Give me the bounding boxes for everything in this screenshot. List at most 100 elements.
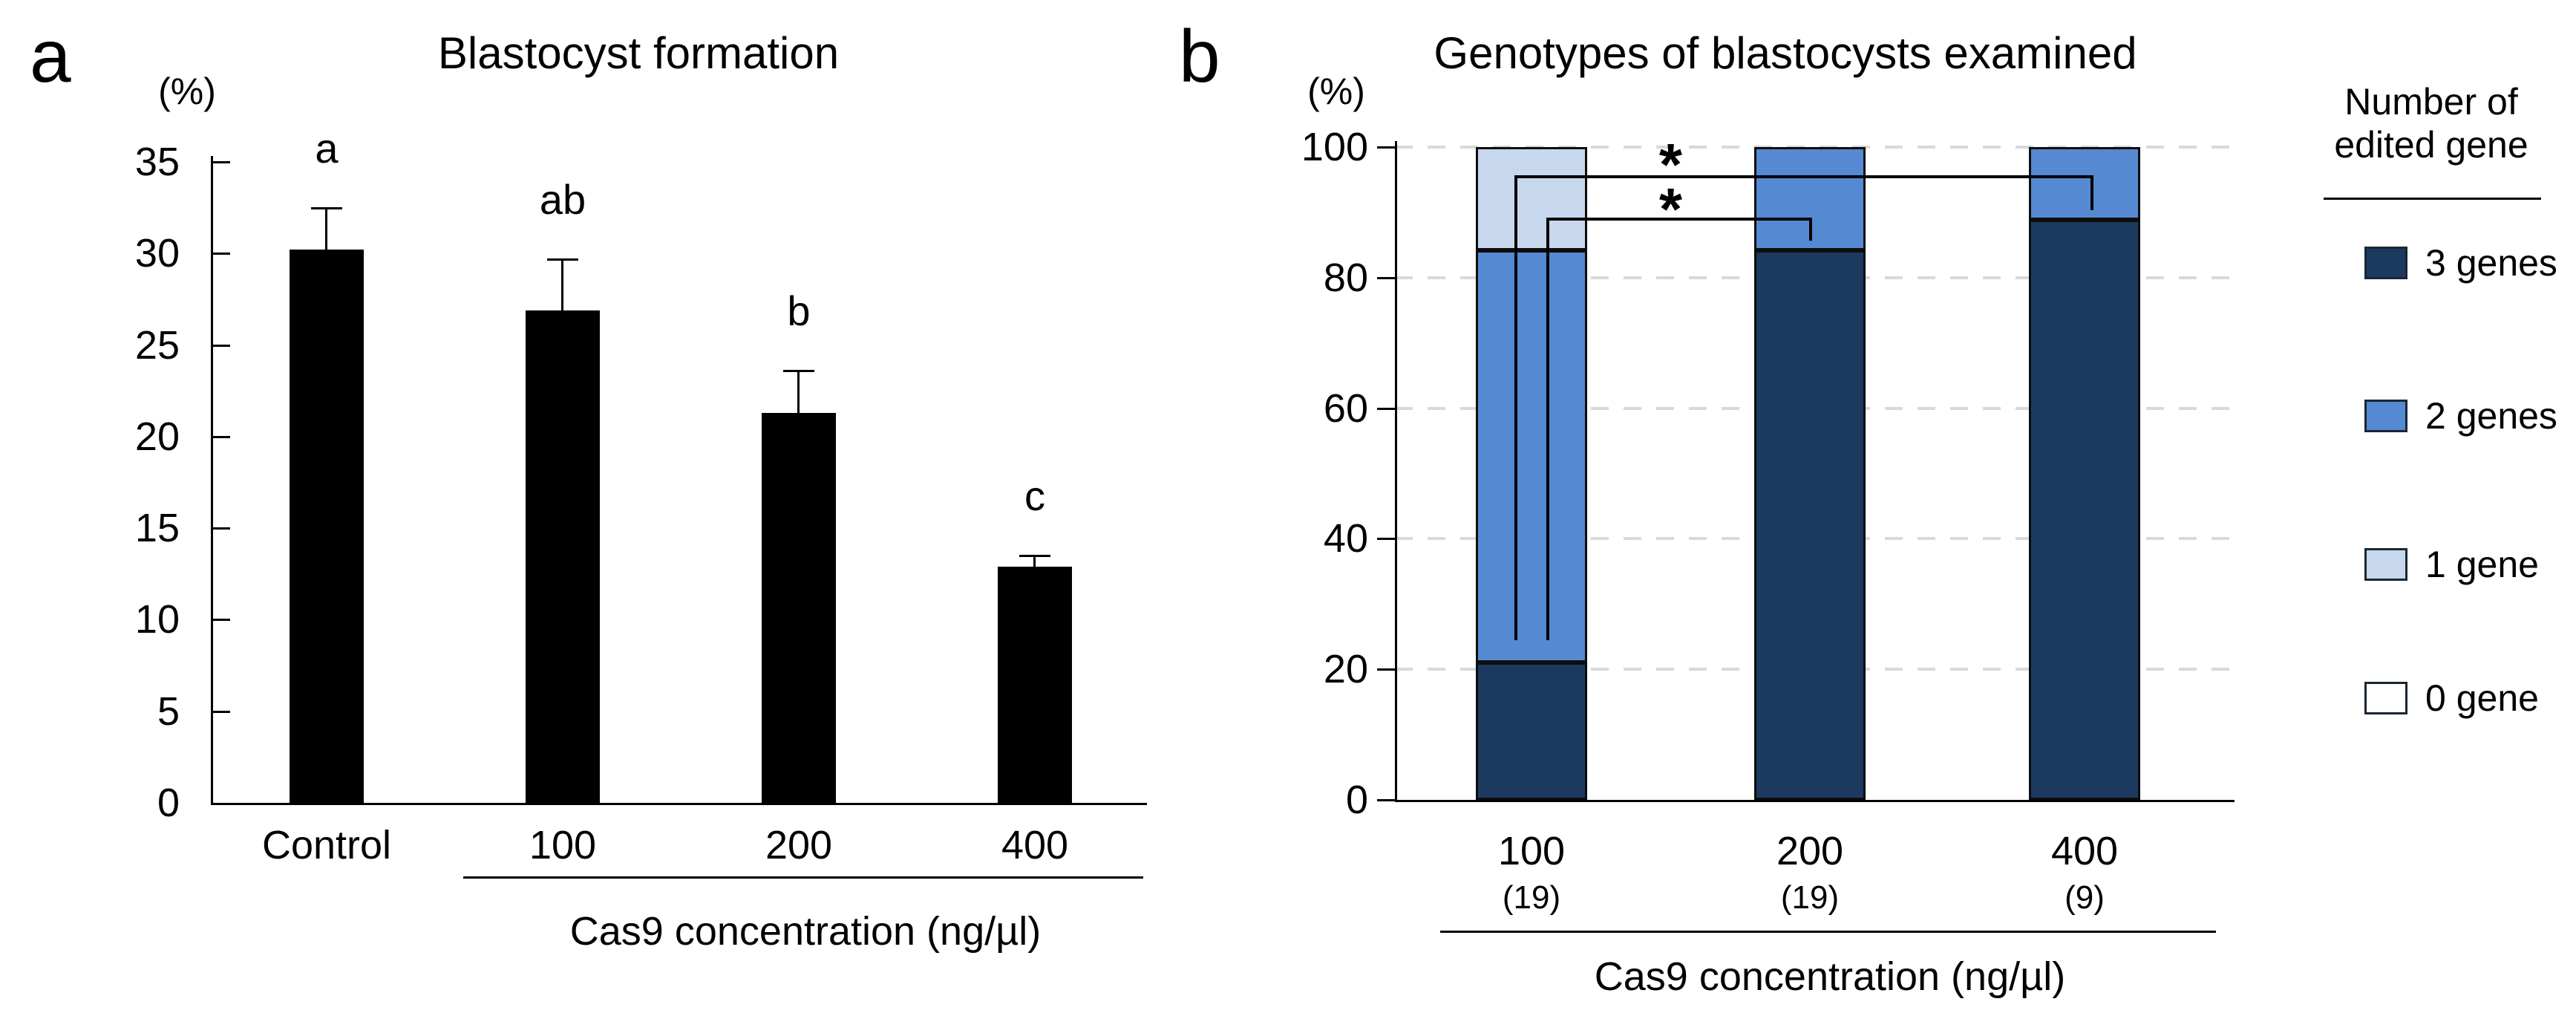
bar-100 (526, 310, 600, 803)
legend-item-1-gene: 1 gene (2364, 542, 2539, 587)
legend-label-2-genes: 2 genes (2425, 395, 2557, 437)
bar-200 (762, 412, 836, 803)
error-bar-stem (325, 207, 327, 250)
x-category-label: 100 (529, 823, 597, 867)
legend-swatch-3-genes (2364, 247, 2407, 279)
panel-a-y-unit: (%) (158, 71, 216, 112)
segment-3-genes-400 (2029, 219, 2140, 800)
legend-swatch-1-gene (2364, 548, 2407, 581)
legend-title-line2: edited gene (2334, 124, 2528, 166)
x-category-n-label: (9) (2065, 879, 2105, 916)
y-axis-tick-label: 5 (157, 688, 180, 734)
panel-b-y-unit: (%) (1307, 71, 1365, 112)
legend-item-3-genes: 3 genes (2364, 241, 2557, 285)
y-axis-tick-label: 30 (134, 231, 180, 276)
legend-underline (2324, 198, 2541, 200)
y-axis-line (1395, 141, 1397, 802)
y-axis-tick (1377, 146, 1395, 149)
y-axis-tick-label: 60 (1323, 385, 1368, 431)
y-axis-tick (1377, 276, 1395, 279)
legend-item-2-genes: 2 genes (2364, 394, 2557, 438)
sig-asterisk: * (1658, 176, 1683, 242)
y-axis-line (211, 156, 213, 805)
y-axis-tick-label: 0 (157, 781, 180, 825)
segment-3-genes-100 (1476, 662, 1587, 800)
y-axis-tick-label: 15 (134, 506, 180, 551)
x-category-n-label: (19) (1502, 879, 1561, 916)
y-axis-tick (211, 253, 230, 255)
legend-label-1-gene: 1 gene (2425, 544, 2539, 585)
segment-2-genes-100 (1476, 250, 1587, 662)
y-axis-tick-label: 20 (1323, 647, 1368, 692)
y-axis-tick (211, 527, 230, 530)
legend-swatch-2-genes (2364, 400, 2407, 432)
error-bar-cap (311, 206, 342, 209)
error-bar-cap (783, 370, 814, 373)
y-axis-tick-label: 10 (134, 597, 180, 642)
legend-label-3-genes: 3 genes (2425, 242, 2557, 284)
y-axis-tick-label: 25 (134, 322, 180, 368)
error-bar-cap (1019, 555, 1050, 558)
y-axis-tick-label: 40 (1323, 516, 1368, 561)
legend-title-line1: Number of (2344, 81, 2518, 123)
legend-swatch-0-gene (2364, 682, 2407, 714)
panel-b-group-underline (1440, 931, 2216, 933)
legend-label-0-gene: 0 gene (2425, 677, 2539, 719)
y-axis-tick (211, 619, 230, 622)
y-axis-tick-label: 100 (1301, 125, 1368, 169)
segment-3-genes-200 (1754, 250, 1866, 800)
y-axis-tick (211, 710, 230, 713)
legend-title: Number of edited gene (2298, 80, 2565, 166)
x-category-label: 200 (765, 823, 833, 867)
legend: Number of edited gene (2298, 80, 2565, 166)
x-category-label: Control (261, 823, 392, 867)
error-bar-stem (797, 371, 800, 413)
error-bar-stem (1033, 556, 1036, 567)
y-axis-tick (211, 161, 230, 163)
y-axis-tick (211, 344, 230, 347)
y-axis-tick (1377, 668, 1395, 671)
bar-control (290, 250, 364, 803)
error-bar-cap (547, 258, 578, 261)
sig-letter: ab (539, 175, 586, 223)
sig-bracket-line (1546, 217, 1812, 221)
panel-a-x-axis-title: Cas9 concentration (ng/µl) (569, 909, 1042, 954)
legend-item-0-gene: 0 gene (2364, 676, 2539, 720)
y-axis-tick-label: 35 (134, 140, 180, 184)
y-axis-tick-label: 20 (134, 414, 180, 459)
x-axis-line (1395, 800, 2235, 802)
y-axis-tick (1377, 799, 1395, 801)
sig-bracket-right-drop (2090, 175, 2093, 211)
segment-2-genes-400 (2029, 147, 2140, 220)
sig-letter: c (1024, 472, 1045, 520)
x-category-label: 200 (1776, 829, 1844, 873)
y-axis-tick-label: 80 (1323, 255, 1368, 300)
sig-bracket-line (1514, 175, 2093, 178)
x-axis-line (211, 803, 1147, 805)
panel-b-label: b (1179, 15, 1220, 98)
panel-a-group-underline (463, 876, 1143, 879)
sig-letter: a (315, 124, 339, 172)
y-axis-tick (1377, 538, 1395, 541)
panel-b-x-axis-title: Cas9 concentration (ng/µl) (1594, 954, 2066, 999)
x-category-label: 400 (1001, 823, 1069, 867)
bar-400 (998, 566, 1072, 803)
panel-a-label: a (30, 15, 71, 98)
sig-letter: b (787, 287, 811, 335)
segment-1-gene-100 (1476, 147, 1587, 250)
error-bar-stem (561, 258, 563, 310)
sig-bracket-right-drop (1809, 217, 1812, 241)
sig-bracket-left-drop (1514, 175, 1517, 640)
sig-bracket-left-drop (1546, 217, 1549, 640)
panel-b-title: Genotypes of blastocysts examined (1434, 28, 2137, 78)
panel-a-title: Blastocyst formation (437, 28, 840, 78)
x-category-label: 400 (2050, 829, 2119, 873)
x-category-n-label: (19) (1780, 879, 1840, 916)
sig-asterisk: * (1658, 131, 1683, 198)
y-axis-tick (211, 435, 230, 438)
y-axis-tick-label: 0 (1345, 778, 1368, 822)
x-category-label: 100 (1497, 829, 1566, 873)
